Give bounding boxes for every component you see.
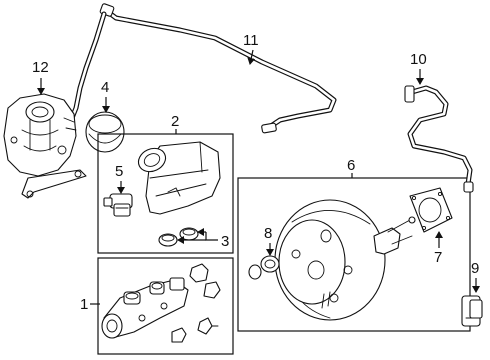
callout-6: 6	[347, 157, 355, 174]
vacuum-sensor-part-9	[461, 295, 483, 327]
check-valve-grommet-part-8	[248, 255, 280, 280]
reservoir-group-box	[97, 133, 234, 254]
brake-fluid-reservoir	[137, 141, 221, 215]
reservoir-grommets-part-3	[158, 227, 199, 247]
brake-booster-group-box	[237, 177, 471, 332]
vacuum-pump-part-12	[3, 93, 87, 199]
callout-10: 10	[410, 51, 427, 68]
callout-11: 11	[243, 32, 259, 49]
vacuum-hose-part-11	[69, 3, 337, 134]
callout-4: 4	[101, 79, 109, 96]
master-cylinder-group-box	[97, 257, 234, 355]
fluid-level-sensor-part-5	[103, 193, 133, 217]
master-cylinder-fittings	[171, 263, 221, 343]
vacuum-line-part-10	[404, 85, 474, 193]
callout-2: 2	[171, 113, 179, 130]
callout-12: 12	[32, 59, 49, 76]
vacuum-brake-booster	[274, 199, 416, 321]
leader-11	[247, 49, 256, 65]
leader-3	[205, 232, 218, 241]
master-cylinder	[101, 277, 189, 339]
callout-7: 7	[434, 249, 442, 266]
callout-9: 9	[471, 260, 479, 277]
callout-3: 3	[221, 233, 229, 250]
reservoir-cap-part-4	[85, 111, 125, 153]
callout-5: 5	[115, 163, 123, 180]
callout-8: 8	[264, 225, 272, 242]
callout-1: 1	[80, 296, 88, 313]
booster-gasket-part-7	[409, 187, 453, 233]
